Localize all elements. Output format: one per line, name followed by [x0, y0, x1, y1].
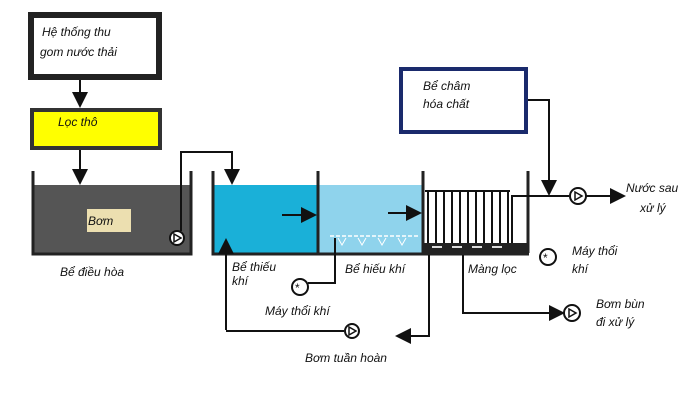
coarse-filter-box: Lọc thô — [30, 108, 162, 150]
equalization-tank-label: Bể điều hòa — [60, 265, 124, 279]
blower-icon: * — [539, 248, 557, 266]
blower-left-label: Máy thổi khí — [265, 304, 331, 318]
blower-icon: * — [291, 278, 309, 296]
chemical-dosing-box: Bể châm hóa chất — [399, 67, 528, 134]
sludge-pipe — [462, 255, 565, 321]
blower-right-label-line1: Máy thổi — [572, 244, 618, 258]
pump-label-bg — [87, 209, 131, 232]
permeate-pipe — [511, 195, 569, 243]
aerobic-tank — [318, 185, 422, 253]
chemical-pipe — [528, 99, 557, 196]
treated-water-label-line1: Nước sau — [626, 181, 679, 195]
recirculation-pump-icon — [344, 323, 360, 339]
aerobic-label: Bể hiếu khí — [345, 262, 407, 276]
pump-icon — [169, 230, 185, 246]
treated-water-label-line2: xử lý — [639, 201, 667, 215]
bioreactor-wall — [211, 171, 529, 256]
svg-text:*: * — [295, 281, 300, 295]
return-pipe — [395, 255, 430, 344]
air-pipe — [308, 238, 336, 284]
blower-right-label-line2: khí — [572, 262, 590, 276]
equalization-pump-label: Bơm — [88, 214, 113, 228]
chemical-label-line1: Bể châm — [423, 79, 470, 93]
anoxic-label-line1: Bể thiếu — [232, 260, 276, 274]
sludge-pump-icon — [563, 304, 581, 322]
transfer-pipe — [180, 151, 240, 231]
collection-system-box: Hệ thống thu gom nước thải — [28, 12, 162, 80]
sludge-pump-label-line2: đi xử lý — [596, 315, 635, 329]
equalization-tank: Bơm — [31, 171, 193, 256]
outlet-pump-icon — [569, 187, 587, 205]
recirculation-pump-label: Bơm tuần hoàn — [305, 351, 387, 365]
collection-label-line2: gom nước thải — [40, 45, 117, 59]
collection-label-line1: Hệ thống thu — [42, 25, 111, 39]
anoxic-tank — [213, 185, 318, 253]
svg-text:*: * — [543, 251, 548, 265]
chemical-label-line2: hóa chất — [423, 97, 470, 111]
sludge-pump-label-line1: Bơm bùn — [596, 297, 645, 311]
membrane-tank — [423, 188, 528, 253]
membrane-label: Màng lọc — [468, 262, 517, 276]
anoxic-label-line2: khí — [232, 274, 250, 288]
coarse-filter-label: Lọc thô — [58, 115, 98, 129]
